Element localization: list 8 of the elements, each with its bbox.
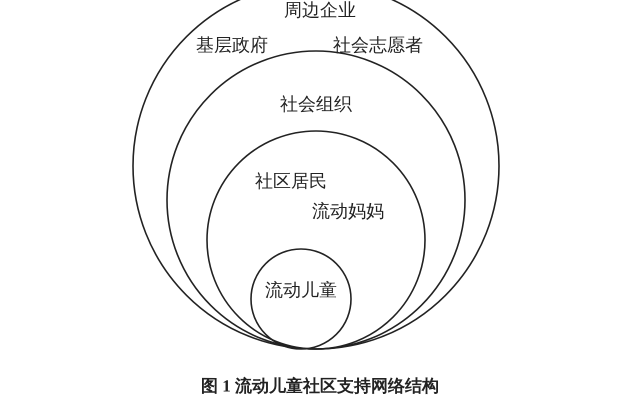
circle-label: 社会志愿者 xyxy=(333,36,423,54)
circle-label: 流动儿童 xyxy=(265,281,337,299)
circle-label: 社会组织 xyxy=(280,95,352,113)
caption: 图 1 流动儿童社区支持网络结构 xyxy=(201,378,439,394)
circle-label: 基层政府 xyxy=(196,36,268,54)
circle-label: 社区居民 xyxy=(255,172,327,190)
circle-label: 流动妈妈 xyxy=(312,202,384,220)
circle-label: 周边企业 xyxy=(284,1,356,19)
